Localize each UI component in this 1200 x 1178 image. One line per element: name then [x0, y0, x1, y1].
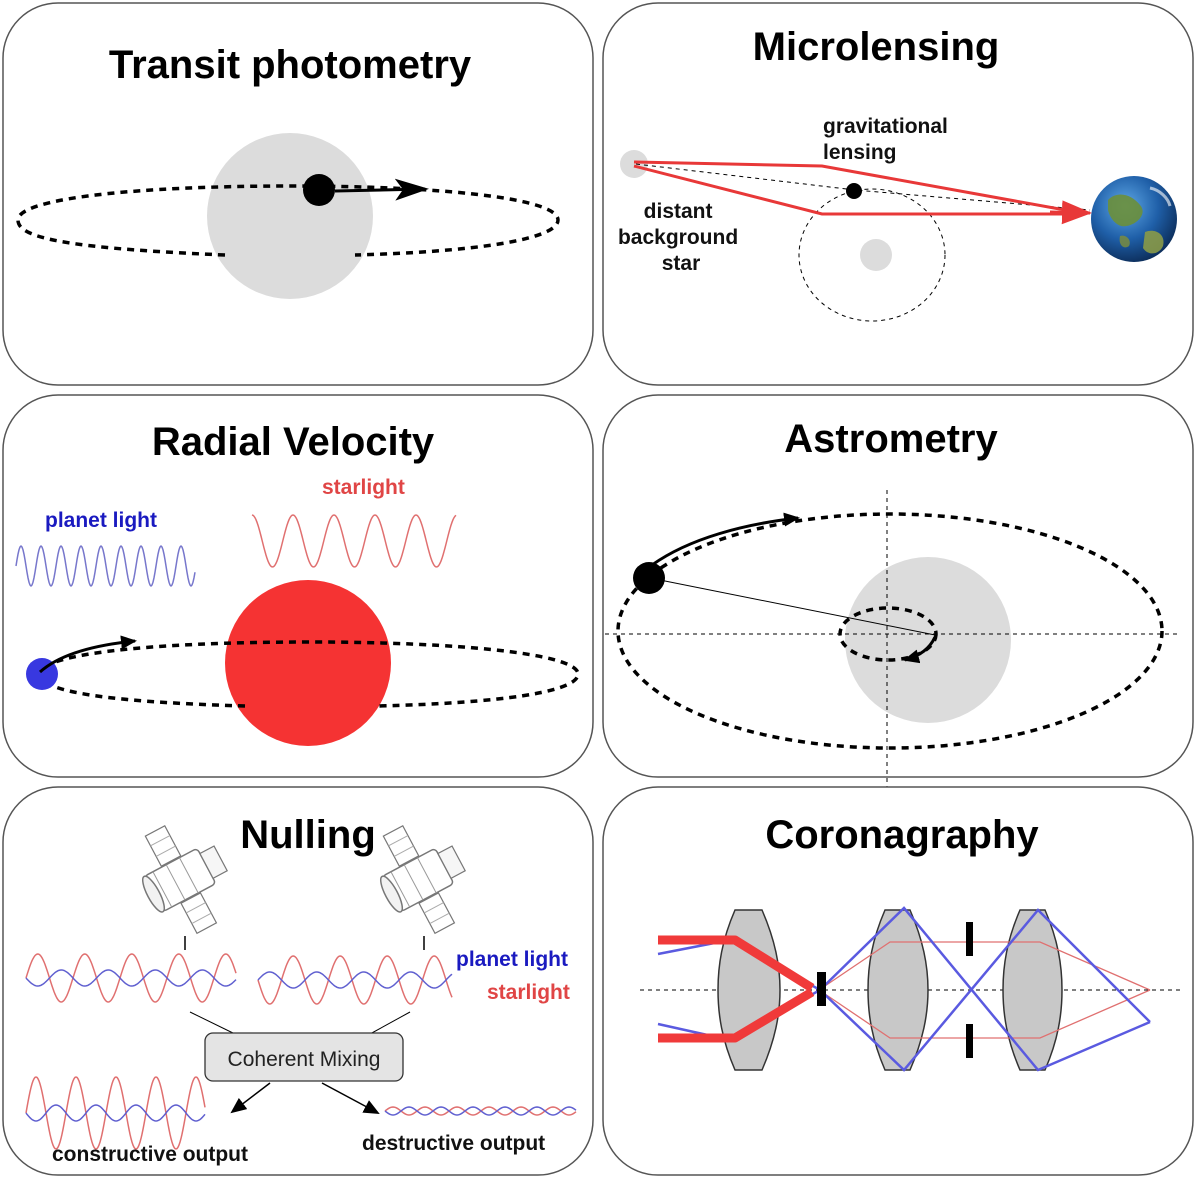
panel-radial-velocity: Radial Velocity planet light starlight	[2, 394, 594, 778]
planet-motion-arrow	[38, 635, 137, 674]
panel-title: Coronagraphy	[765, 813, 1039, 857]
label-planet-light: planet light	[456, 948, 568, 971]
lens-2	[867, 909, 929, 1071]
panel-title: Radial Velocity	[152, 420, 435, 464]
starlight-beam-upper	[658, 935, 815, 992]
right-starlight-wave	[257, 955, 453, 1005]
transiting-planet	[303, 174, 335, 206]
planet-light-wave	[15, 544, 196, 588]
panel-title: Transit photometry	[109, 43, 472, 87]
lensed-ray-upper	[633, 160, 1066, 212]
constructive-planet-light-wave	[25, 1104, 206, 1122]
residual-starlight-lower	[821, 989, 1151, 1039]
panel-transit-photometry: Transit photometry	[2, 2, 594, 386]
right-planet-light-wave	[257, 971, 453, 989]
panel-microlensing: Microlensing gravitational lensing dista…	[602, 2, 1194, 386]
left-starlight-wave	[25, 953, 237, 1003]
star-motion-arrow	[903, 636, 937, 664]
lens-1	[717, 909, 781, 1071]
panel-frame	[602, 2, 1194, 386]
label-starlight: starlight	[322, 476, 405, 499]
red-star	[225, 580, 391, 746]
lens-3	[1002, 909, 1063, 1071]
orbit-path	[38, 640, 580, 708]
arrow-to-constructive	[230, 1082, 271, 1114]
lens-orbit	[798, 188, 946, 322]
earth-globe-icon	[1091, 176, 1177, 262]
lens-star	[860, 239, 892, 271]
orbiting-planet	[633, 562, 665, 594]
star	[207, 133, 373, 299]
arrow-to-destructive	[321, 1082, 380, 1114]
panel-astrometry: Astrometry	[602, 394, 1194, 795]
coherent-mixing-box	[204, 1032, 404, 1082]
panel-nulling: Nulling	[2, 786, 594, 1176]
background-star	[620, 150, 648, 178]
constructive-starlight-wave	[25, 1076, 206, 1150]
ray-arrowhead	[1049, 200, 1092, 225]
orbit-path	[16, 184, 560, 257]
barycenter-line	[649, 577, 936, 636]
planet-motion-arrow	[651, 512, 800, 567]
planet-orbit	[616, 512, 1164, 750]
destructive-planet-light-wave	[384, 1106, 577, 1116]
space-telescope-icon	[379, 824, 466, 935]
label-gravitational-lensing: gravitational lensing	[823, 115, 954, 164]
panel-coronagraphy: Coronagraphy	[602, 786, 1194, 1176]
label-distant-background-star: distant background star	[618, 200, 744, 275]
star	[845, 557, 1011, 723]
lensed-ray-lower	[633, 164, 1065, 216]
lyot-stop-lower	[966, 1024, 973, 1058]
starlight-wave	[251, 514, 457, 568]
starlight-beam-lower	[658, 988, 815, 1043]
direct-line-of-sight	[635, 163, 1091, 211]
planet-motion-arrow	[334, 178, 429, 201]
label-starlight: starlight	[487, 981, 570, 1004]
label-destructive-output: destructive output	[362, 1132, 545, 1155]
label-constructive-output: constructive output	[52, 1143, 248, 1166]
feed-line-right	[369, 1011, 411, 1035]
label-planet-light: planet light	[45, 509, 157, 532]
panel-title: Nulling	[240, 813, 376, 857]
star-wobble-orbit	[838, 606, 938, 662]
lyot-stop-upper	[966, 922, 973, 956]
occulting-mask	[817, 972, 826, 1006]
left-planet-light-wave	[25, 969, 237, 987]
coherent-mixing-label: Coherent Mixing	[228, 1048, 381, 1071]
feed-line-left	[189, 1011, 236, 1035]
panel-title: Microlensing	[753, 25, 1000, 69]
panel-title: Astrometry	[784, 417, 998, 461]
space-telescope-icon	[141, 824, 228, 935]
lensing-planet	[846, 183, 862, 199]
